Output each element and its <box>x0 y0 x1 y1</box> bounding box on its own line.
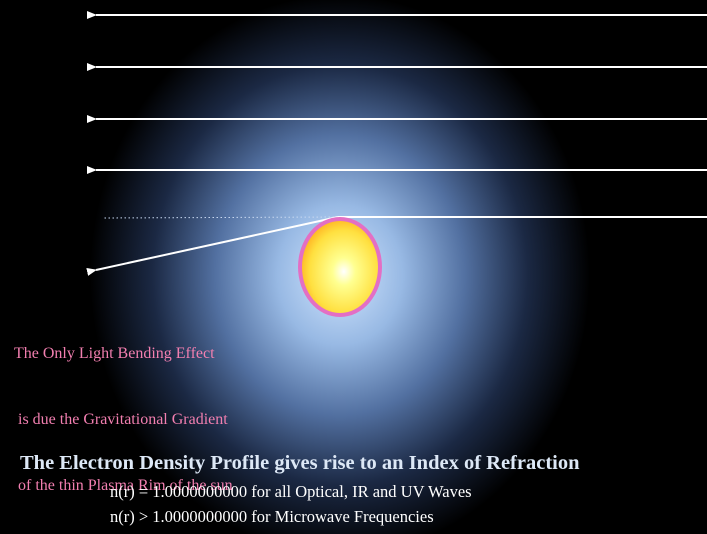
caption-line: of the thin Plasma Rim of the sun <box>14 477 233 494</box>
bending-caption: The Only Light Bending Effect is due the… <box>14 299 233 534</box>
headline: The Electron Density Profile gives rise … <box>20 452 580 474</box>
equation-optical: n(r) = 1.0000000000 for all Optical, IR … <box>110 482 472 501</box>
sun <box>302 221 378 313</box>
undeflected-path-dotted <box>101 216 339 219</box>
equation-microwave: n(r) > 1.0000000000 for Microwave Freque… <box>110 507 434 526</box>
bent-ray <box>86 216 339 276</box>
caption-line: The Only Light Bending Effect <box>14 345 215 362</box>
caption-line: is due the Gravitational Gradient <box>14 411 228 428</box>
